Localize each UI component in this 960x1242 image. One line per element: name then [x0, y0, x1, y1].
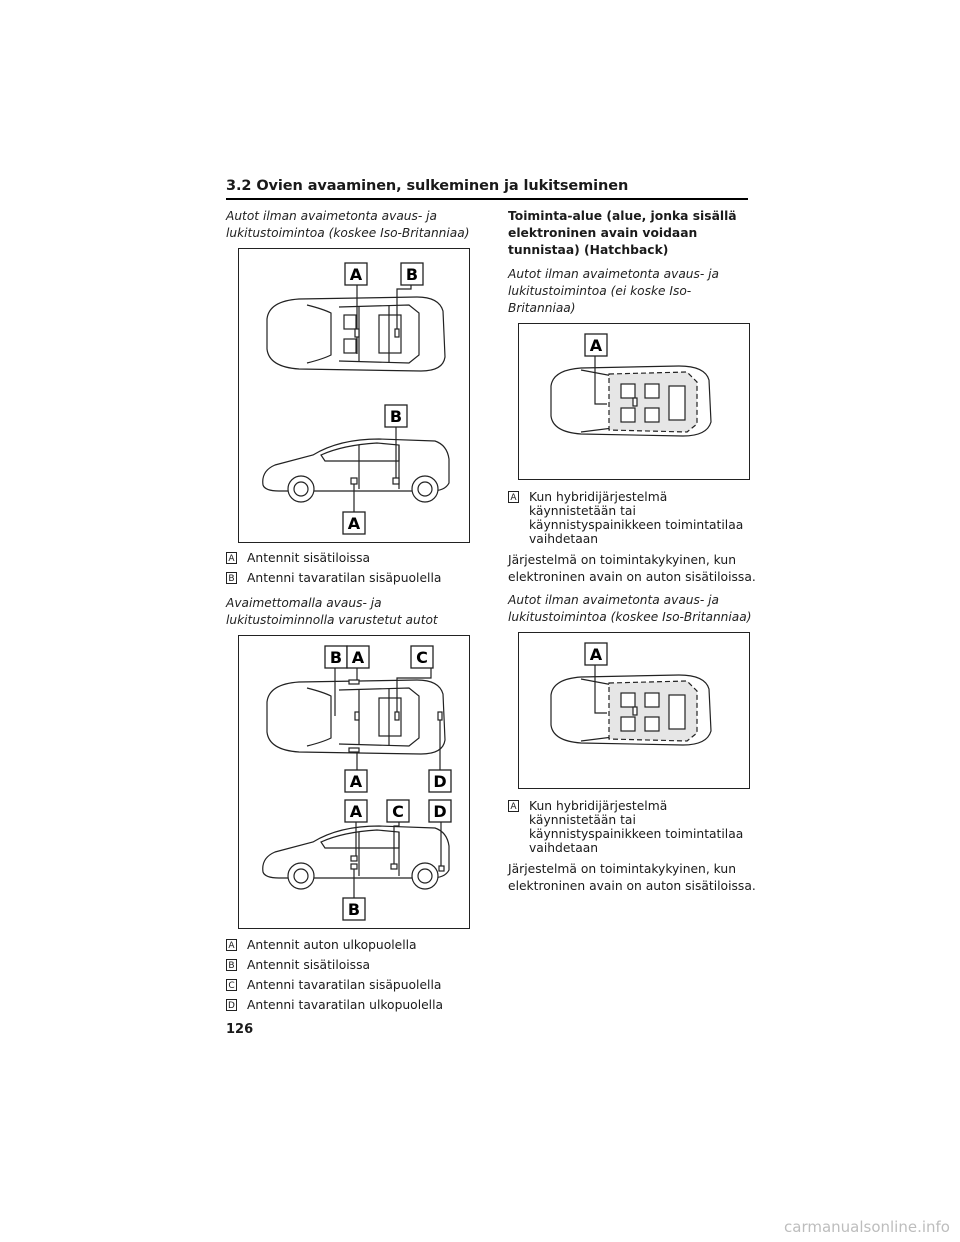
svg-text:A: A	[350, 265, 363, 284]
label-c-top: C	[410, 645, 434, 669]
page-number: 126	[226, 1022, 254, 1037]
legend-key: A	[226, 552, 237, 564]
label-c-side: C	[386, 799, 410, 823]
svg-text:A: A	[348, 514, 361, 533]
legend-text: Kun hybridijärjestelmä käynnistetään tai…	[529, 490, 744, 546]
label-b-top: B	[400, 262, 424, 286]
label-b-side: B	[342, 897, 366, 921]
svg-text:B: B	[330, 648, 342, 667]
car-side-view	[262, 825, 450, 890]
label-a-side: A	[342, 511, 366, 535]
legend-item: A Kun hybridijärjestelmä käynnistetään t…	[508, 490, 758, 546]
svg-text:A: A	[590, 645, 603, 664]
note-uk-no-keyless: Autot ilman avaimetonta avaus- ja lukitu…	[226, 209, 470, 240]
label-a: A	[584, 333, 608, 357]
section-divider	[226, 198, 748, 200]
legend-key: A	[508, 491, 519, 503]
svg-text:A: A	[350, 772, 363, 791]
antenna-figure-2: B A C A D	[238, 635, 470, 929]
legend-item: D Antenni tavaratilan ulkopuolella	[226, 998, 476, 1012]
label-a-side: A	[344, 799, 368, 823]
legend-key: B	[226, 959, 237, 971]
hatchback-range-diagram-2: A	[550, 642, 712, 746]
legend-text: Antenni tavaratilan sisäpuolella	[247, 571, 442, 585]
label-a-mid: A	[344, 769, 368, 793]
system-note: Järjestelmä on toimintakykyinen, kun ele…	[508, 553, 756, 584]
left-column: Autot ilman avaimetonta avaus- ja lukitu…	[226, 208, 476, 1018]
legend-key: C	[226, 979, 237, 991]
svg-text:C: C	[416, 648, 428, 667]
legend-text: Antennit sisätiloissa	[247, 551, 371, 565]
legend-item: A Antennit sisätiloissa	[226, 551, 476, 565]
label-b-top: B	[324, 645, 348, 669]
antenna-d-marker	[437, 711, 443, 721]
antenna-c-marker	[394, 711, 400, 721]
antenna-a-bottom	[348, 747, 360, 753]
svg-text:B: B	[390, 407, 402, 426]
car-diagram-1: A B	[262, 262, 450, 535]
label-a-top: A	[344, 262, 368, 286]
antenna-a-marker	[354, 328, 360, 338]
legend-key: D	[226, 999, 237, 1011]
label-a: A	[584, 642, 608, 666]
watermark: carmanualsonline.info	[784, 1218, 950, 1236]
car-diagram-2: B A C A D	[262, 645, 452, 921]
operating-range-heading: Toiminta-alue (alue, jonka sisällä elekt…	[508, 209, 737, 257]
range-figure-2: A	[518, 632, 750, 789]
range-figure-1: A	[518, 323, 750, 480]
svg-text:C: C	[392, 802, 404, 821]
antenna-b-marker	[354, 711, 360, 721]
svg-text:A: A	[590, 336, 603, 355]
legend-text: Antennit sisätiloissa	[247, 958, 371, 972]
legend-key: A	[226, 939, 237, 951]
antenna-b-side	[392, 477, 400, 485]
svg-text:B: B	[406, 265, 418, 284]
legend-text: Antennit auton ulkopuolella	[247, 938, 417, 952]
car-top-view	[266, 679, 446, 755]
svg-text:A: A	[350, 802, 363, 821]
antenna-a-side	[350, 477, 358, 485]
section-title: 3.2 Ovien avaaminen, sulkeminen ja lukit…	[226, 178, 629, 194]
label-d-side: D	[428, 799, 452, 823]
legend-key: B	[226, 572, 237, 584]
svg-text:B: B	[348, 900, 360, 919]
label-a-top: A	[346, 645, 370, 669]
label-b-side: B	[384, 404, 408, 428]
legend-text: Kun hybridijärjestelmä käynnistetään tai…	[529, 799, 744, 855]
antenna-b-marker	[394, 328, 400, 338]
svg-text:D: D	[433, 802, 446, 821]
antenna-a-top	[348, 679, 360, 685]
hatchback-range-diagram-1: A	[550, 333, 712, 437]
note-keyless: Avaimettomalla avaus- ja lukitustoiminno…	[226, 596, 438, 627]
note-non-uk: Autot ilman avaimetonta avaus- ja lukitu…	[508, 267, 719, 315]
svg-text:D: D	[433, 772, 446, 791]
legend-item: B Antenni tavaratilan sisäpuolella	[226, 571, 476, 585]
svg-text:A: A	[352, 648, 365, 667]
legend-item: A Antennit auton ulkopuolella	[226, 938, 476, 952]
antenna-figure-1: A B	[238, 248, 470, 543]
legend-item: C Antenni tavaratilan sisäpuolella	[226, 978, 476, 992]
car-side-view	[262, 438, 450, 503]
legend-item: A Kun hybridijärjestelmä käynnistetään t…	[508, 799, 758, 855]
legend-key: A	[508, 800, 519, 812]
legend-item: B Antennit sisätiloissa	[226, 958, 476, 972]
label-d-mid: D	[428, 769, 452, 793]
note-uk: Autot ilman avaimetonta avaus- ja lukitu…	[508, 593, 752, 624]
system-note: Järjestelmä on toimintakykyinen, kun ele…	[508, 862, 756, 893]
legend-text: Antenni tavaratilan sisäpuolella	[247, 978, 442, 992]
right-column: Toiminta-alue (alue, jonka sisällä elekt…	[508, 208, 758, 901]
legend-text: Antenni tavaratilan ulkopuolella	[247, 998, 444, 1012]
